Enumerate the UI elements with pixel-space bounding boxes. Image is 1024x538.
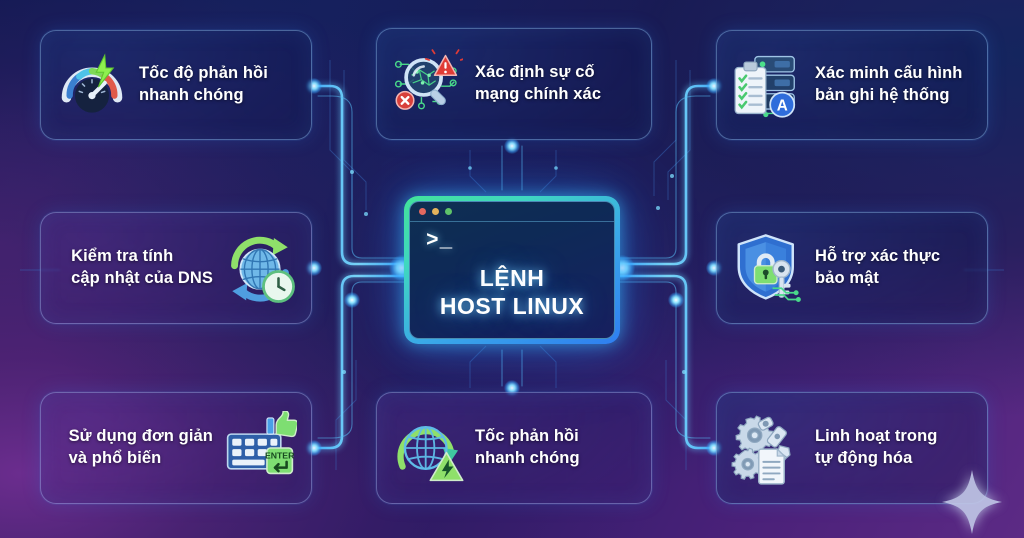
feature-card-label: Hỗ trợ xác thực bảo mật [815, 247, 941, 287]
magnifier-network-icon [391, 47, 465, 121]
feature-card-label: Tốc phản hồi nhanh chóng [475, 427, 580, 467]
server-checklist-icon: A [731, 48, 805, 122]
feature-card-label: Sử dụng đơn giản và phổ biến [68, 427, 213, 467]
speedometer-icon [55, 48, 129, 122]
terminal-titlebar [410, 202, 614, 222]
window-maximize-dot [445, 208, 452, 215]
shield-lock-key-icon [731, 231, 805, 305]
feature-card-label: Kiểm tra tính cập nhật của DNS [71, 247, 213, 287]
feature-card-dns-update-check[interactable]: Kiểm tra tính cập nhật của DNS [40, 212, 312, 324]
feature-card-security-auth[interactable]: Hỗ trợ xác thực bảo mật [716, 212, 988, 324]
center-terminal-node: >_ LỆNH HOST LINUX [404, 196, 620, 344]
feature-card-response-speed[interactable]: Tốc độ phản hồi nhanh chóng [40, 30, 312, 140]
terminal-body: >_ LỆNH HOST LINUX [410, 222, 614, 337]
shell-prompt-icon: >_ [426, 230, 454, 253]
globe-arrow-bolt-icon [391, 411, 465, 485]
feature-card-label: Xác định sự cố mạng chính xác [475, 63, 602, 103]
window-close-dot [419, 208, 426, 215]
feature-card-label: Xác minh cấu hình bản ghi hệ thống [815, 64, 963, 104]
feature-card-label: Linh hoạt trong tự động hóa [815, 427, 938, 467]
terminal-window: >_ LỆNH HOST LINUX [409, 201, 615, 339]
wire-node [344, 292, 360, 308]
window-minimize-dot [432, 208, 439, 215]
keyboard-enter-thumbsup-icon: ENTER [223, 411, 297, 485]
enter-key-label: ENTER [265, 450, 295, 460]
feature-card-automation-flexibility[interactable]: Linh hoạt trong tự động hóa [716, 392, 988, 504]
feature-card-verify-records[interactable]: A Xác minh cấu hình bản ghi hệ thống [716, 30, 988, 140]
feature-card-network-issue-detection[interactable]: Xác định sự cố mạng chính xác [376, 28, 652, 140]
center-title: LỆNH HOST LINUX [439, 265, 585, 319]
feature-card-fast-response[interactable]: Tốc phản hồi nhanh chóng [376, 392, 652, 504]
wire-node [504, 138, 520, 154]
feature-card-label: Tốc độ phản hồi nhanh chóng [139, 64, 268, 104]
robot-arm-gears-document-icon [731, 411, 805, 485]
globe-refresh-clock-icon [223, 231, 297, 305]
record-badge-label: A [777, 98, 788, 115]
feature-card-simple-usage[interactable]: ENTER Sử dụng đơn giản và phổ biến [40, 392, 312, 504]
wire-node [668, 292, 684, 308]
